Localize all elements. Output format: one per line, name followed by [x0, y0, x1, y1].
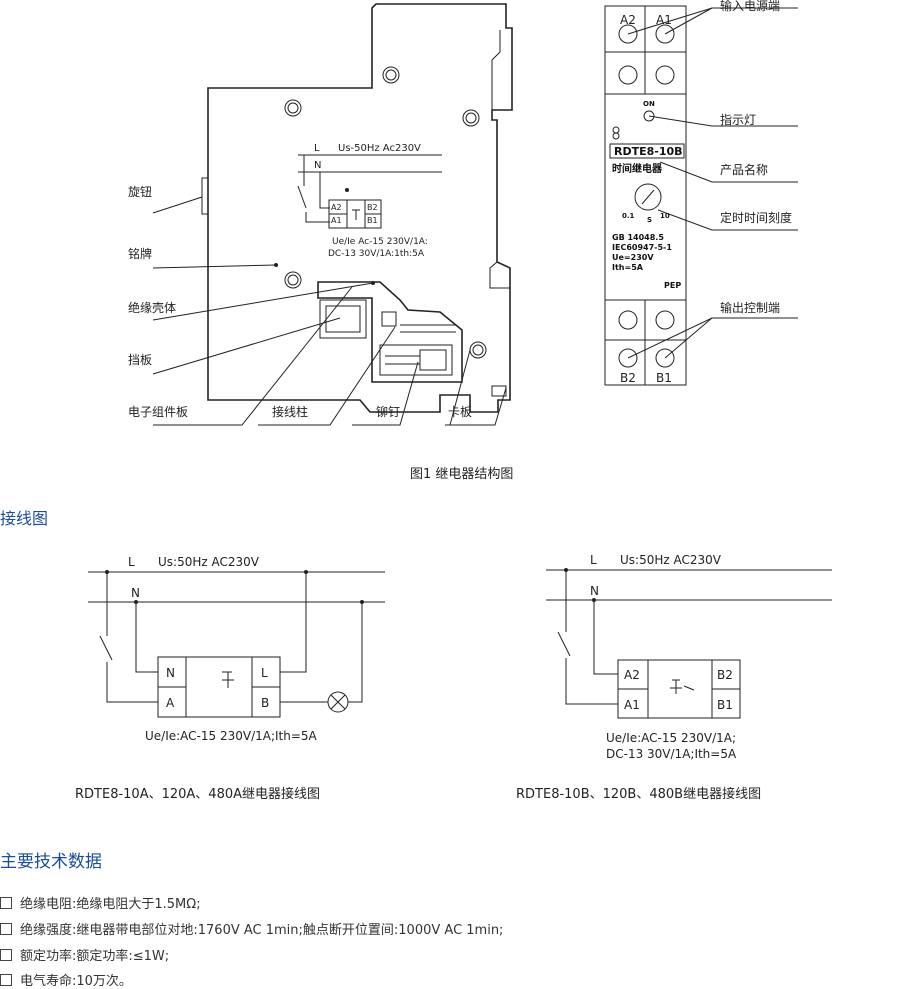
term-B1: B1 — [656, 371, 672, 385]
wire-b-cell-A1: A1 — [624, 698, 640, 712]
term-B2: B2 — [620, 371, 636, 385]
relay-front-view — [604, 5, 798, 386]
spec-3: Ue=230V — [612, 253, 654, 262]
product-name: 时间继电器 — [612, 162, 663, 175]
wire-b-L: L — [590, 553, 597, 567]
term-A2: A2 — [620, 13, 636, 27]
wire-b-rating-1: Ue/Ie:AC-15 230V/1A; — [606, 731, 736, 745]
label-knob: 旋钮 — [128, 184, 152, 199]
label-rivet: 铆钉 — [376, 404, 400, 419]
spec-item-text: 额定功率:额定功率:≤1W; — [20, 949, 170, 964]
wire-b-cell-B2: B2 — [717, 668, 733, 682]
label-nameplate: 铭牌 — [128, 246, 152, 261]
checkbox-icon — [0, 949, 12, 961]
wire-a-cell-N: N — [166, 666, 175, 680]
wire-a-cell-L: L — [261, 666, 268, 680]
wire-a-cell-B: B — [261, 696, 269, 710]
spec-item-text: 绝缘强度:继电器带电部位对地:1760V AC 1min;触点断开位置间:100… — [20, 923, 504, 938]
spec-item-electrical-life: 电气寿命:10万次。 — [0, 970, 132, 989]
checkbox-icon — [0, 897, 12, 909]
figure-caption: 图1 继电器结构图 — [410, 467, 513, 482]
inner-A1: A1 — [331, 216, 342, 225]
wire-b-cell-B1: B1 — [717, 698, 733, 712]
brand-mark: PEP — [664, 281, 681, 290]
inner-B2: B2 — [367, 203, 378, 212]
checkbox-icon — [0, 923, 12, 935]
spec-2: IEC60947-5-1 — [612, 243, 672, 252]
wire-a-cell-A: A — [166, 696, 175, 710]
wire-a-L: L — [128, 555, 135, 569]
wire-b-cell-A2: A2 — [624, 668, 640, 682]
wire-a-N: N — [131, 586, 140, 600]
spec-item-insulation-resistance: 绝缘电阻:绝缘电阻大于1.5MΩ; — [0, 893, 201, 912]
term-A1: A1 — [656, 13, 672, 27]
callout-input: 输入电源端 — [720, 0, 780, 13]
wire-b-caption: RDTE8-10B、120B、480B继电器接线图 — [516, 786, 761, 802]
callout-timer: 定时时间刻度 — [720, 210, 792, 225]
spec-item-rated-power: 额定功率:额定功率:≤1W; — [0, 945, 169, 964]
dial-left: 0.1 — [622, 212, 635, 220]
spec-item-text: 电气寿命:10万次。 — [20, 974, 132, 989]
wire-a-supply: Us:50Hz AC230V — [158, 555, 260, 569]
label-baffle: 挡板 — [128, 353, 152, 367]
inner-rating-2: DC-13 30V/1A:1th:5A — [328, 249, 425, 259]
inner-supply: Us-50Hz Ac230V — [338, 143, 421, 154]
wire-a-rating: Ue/Ie:AC-15 230V/1A;Ith=5A — [145, 729, 318, 743]
wire-b-rating-2: DC-13 30V/1A;Ith=5A — [606, 747, 737, 761]
label-clip: 卡板 — [448, 405, 472, 419]
callout-output: 输出控制端 — [720, 300, 780, 315]
spec-item-insulation-strength: 绝缘强度:继电器带电部位对地:1760V AC 1min;触点断开位置间:100… — [0, 919, 503, 938]
wiring-diagram-b — [546, 568, 832, 719]
checkbox-icon — [0, 974, 12, 986]
wiring-diagram-a — [88, 570, 385, 718]
inner-A2: A2 — [331, 203, 342, 212]
label-shell: 绝缘壳体 — [128, 300, 176, 315]
label-terminal: 接线柱 — [272, 404, 308, 419]
wire-a-caption: RDTE8-10A、120A、480A继电器接线图 — [75, 786, 320, 802]
inner-L: L — [314, 143, 320, 154]
inner-N: N — [314, 160, 321, 171]
relay-structure-drawing — [152, 3, 513, 426]
inner-B1: B1 — [367, 216, 378, 225]
spec-item-text: 绝缘电阻:绝缘电阻大于1.5MΩ; — [20, 897, 201, 912]
label-pcb: 电子组件板 — [128, 405, 188, 419]
dial-mid: S — [647, 216, 652, 224]
callout-product: 产品名称 — [720, 162, 768, 177]
wiring-heading: 接线图 — [0, 509, 49, 528]
spec-4: Ith=5A — [612, 263, 644, 272]
dial-right: 10 — [660, 212, 670, 220]
wire-b-N: N — [590, 584, 599, 598]
model-name: RDTE8-10B — [614, 145, 683, 158]
specs-heading: 主要技术数据 — [0, 852, 102, 872]
inner-rating-1: Ue/Ie Ac-15 230V/1A: — [332, 237, 428, 247]
callout-indicator: 指示灯 — [720, 112, 756, 127]
wire-b-supply: Us:50Hz AC230V — [620, 553, 722, 567]
on-label: ON — [643, 100, 655, 108]
spec-1: GB 14048.5 — [612, 233, 664, 242]
